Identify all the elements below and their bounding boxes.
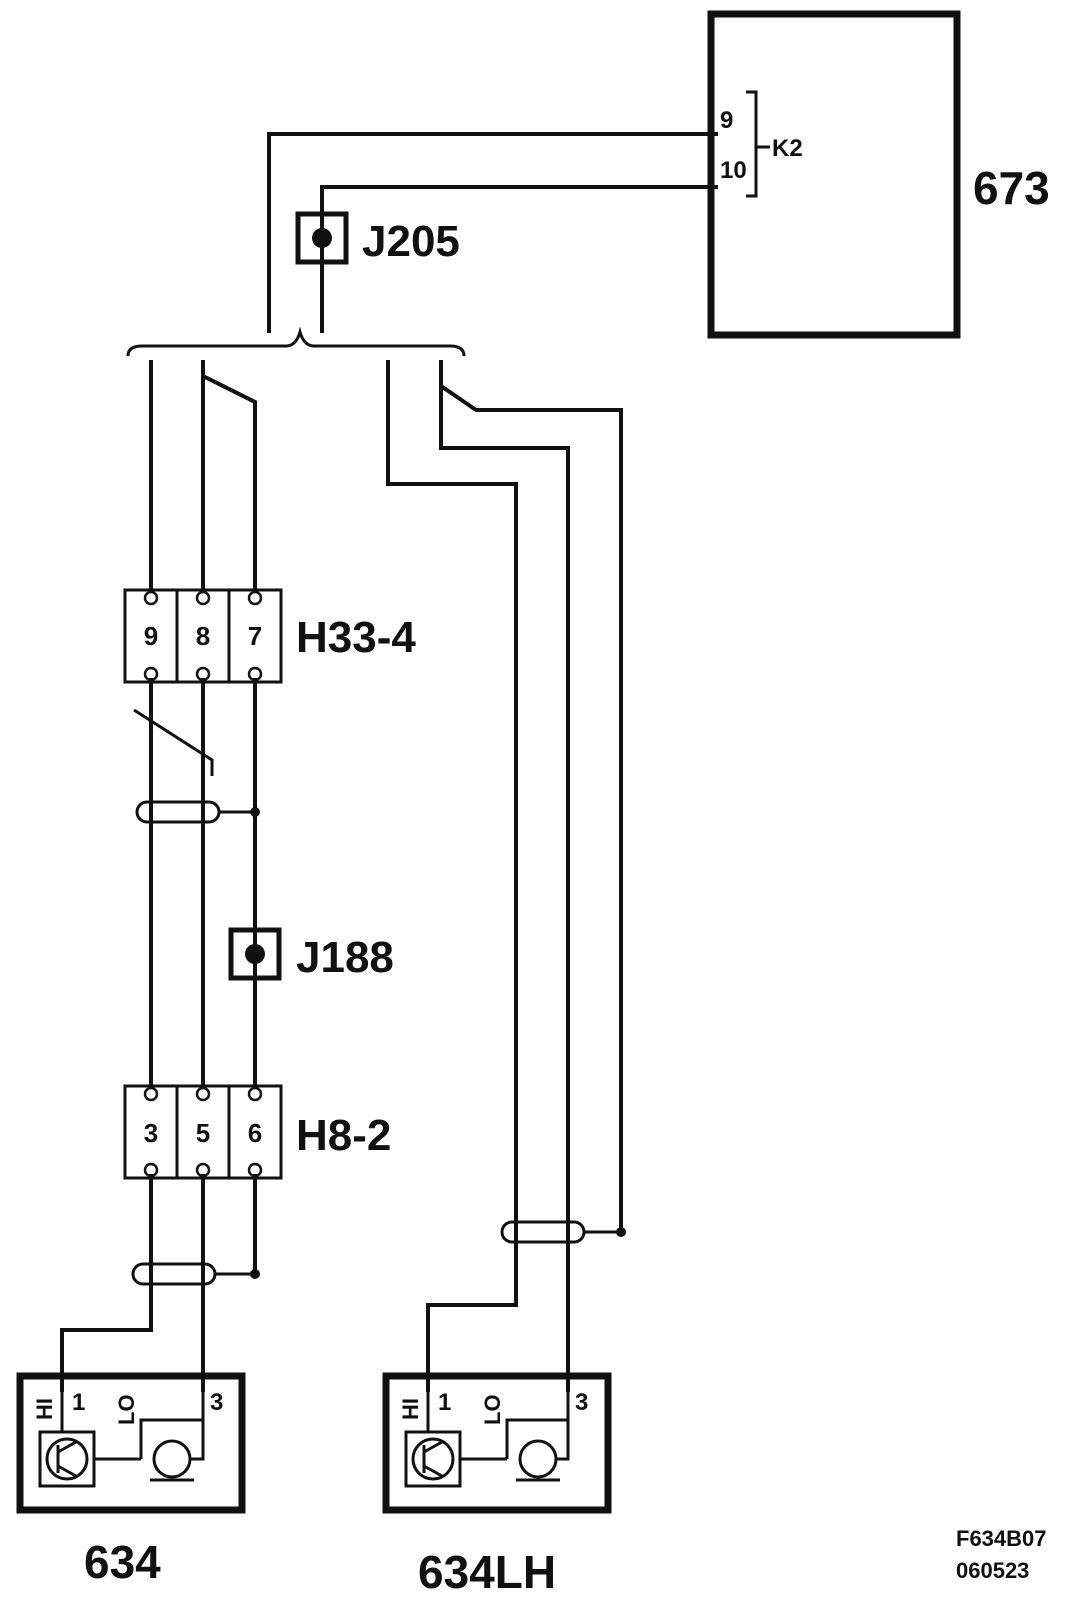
motor-icon-right xyxy=(518,1439,558,1479)
device-634lh-label: 634LH xyxy=(418,1546,556,1598)
device-634-hi: HI xyxy=(32,1398,57,1420)
h33-pin-top-2 xyxy=(195,590,211,606)
wire-module-pin10 xyxy=(320,185,718,333)
junction-j188: J188 xyxy=(228,927,394,982)
h8-pin-label-5: 5 xyxy=(196,1118,210,1148)
j188-dot xyxy=(245,944,265,964)
h33-pin-top-3 xyxy=(247,590,263,606)
motor-icon-left xyxy=(152,1439,192,1479)
transistor-collector-right xyxy=(423,1440,443,1454)
device-634lh-pin1: 1 xyxy=(438,1389,451,1416)
transistor-emitter-right xyxy=(423,1464,443,1478)
device-634lh-lo: LO xyxy=(480,1394,505,1425)
h33-cell-1 xyxy=(123,588,179,684)
module-pin-10: 10 xyxy=(720,157,747,184)
drawing-ref-code: F634B07 xyxy=(956,1526,1047,1551)
device-634: HI LO 1 3 634 xyxy=(16,1372,246,1588)
device-634-label: 634 xyxy=(84,1536,161,1588)
shield-dot-upper xyxy=(250,807,260,817)
connector-h33-4: 9 8 7 H33-4 xyxy=(123,588,416,684)
device-634-return xyxy=(190,1420,205,1461)
wire-h33-pin7-in xyxy=(201,360,257,600)
device-634-box xyxy=(16,1372,246,1514)
h33-pin-label-8: 8 xyxy=(196,621,210,651)
wire-634lh-pin3 xyxy=(439,384,570,1392)
module-673-box xyxy=(707,10,961,339)
k2-label: K2 xyxy=(772,135,803,162)
transistor-emitter-left xyxy=(57,1464,77,1478)
device-634-pin3: 3 xyxy=(210,1389,223,1416)
device-634-lo: LO xyxy=(114,1394,139,1425)
h8-2-label: H8-2 xyxy=(296,1111,391,1160)
bundle-brace xyxy=(126,326,466,357)
wire-634lh-pin1 xyxy=(386,360,518,1392)
crossover-mark xyxy=(133,708,214,776)
h33-pin-top-1 xyxy=(143,590,159,606)
j188-box xyxy=(228,927,282,981)
k2-bracket xyxy=(746,90,758,198)
transistor-icon-left xyxy=(45,1437,89,1481)
device-634lh-pin3: 3 xyxy=(575,1389,588,1416)
connector-h8-2: 3 5 6 H8-2 xyxy=(123,1084,391,1180)
h33-4-label: H33-4 xyxy=(296,613,416,662)
device-634lh-hi: HI xyxy=(398,1398,423,1420)
device-634lh: HI LO 1 3 634LH xyxy=(382,1372,612,1598)
h8-cell-1 xyxy=(123,1084,179,1180)
j205-box xyxy=(295,211,349,265)
h8-pin-top-3 xyxy=(247,1086,263,1102)
h8-pin-top-2 xyxy=(195,1086,211,1102)
transistor-collector-left xyxy=(57,1440,77,1454)
device-634lh-lead-3 xyxy=(505,1386,570,1459)
junction-j205: J205 xyxy=(295,211,460,266)
h8-pin-label-6: 6 xyxy=(248,1118,262,1148)
h8-pin-label-3: 3 xyxy=(144,1118,158,1148)
device-634lh-box xyxy=(382,1372,612,1514)
module-pin-9: 9 xyxy=(720,107,733,134)
device-634lh-return xyxy=(556,1420,570,1461)
j188-label: J188 xyxy=(296,933,394,982)
h33-pin-label-9: 9 xyxy=(144,621,158,651)
module-673: 673 9 10 K2 xyxy=(707,10,1050,339)
device-634-lead-3 xyxy=(139,1386,205,1459)
j205-label: J205 xyxy=(362,217,460,266)
j205-dot xyxy=(312,228,332,248)
shield-dot-lower xyxy=(250,1269,260,1279)
wire-module-pin9 xyxy=(267,132,718,333)
drawing-ref-date: 060523 xyxy=(956,1558,1029,1583)
wire-634-pin1 xyxy=(60,1174,153,1392)
wire-634lh-shield xyxy=(439,360,623,1234)
h8-pin-top-1 xyxy=(143,1086,159,1102)
module-673-label: 673 xyxy=(973,162,1050,214)
h33-cell-3 xyxy=(227,588,283,684)
transistor-icon-right xyxy=(411,1437,455,1481)
h33-pin-label-7: 7 xyxy=(248,621,262,651)
device-634-pin1: 1 xyxy=(72,1389,85,1416)
